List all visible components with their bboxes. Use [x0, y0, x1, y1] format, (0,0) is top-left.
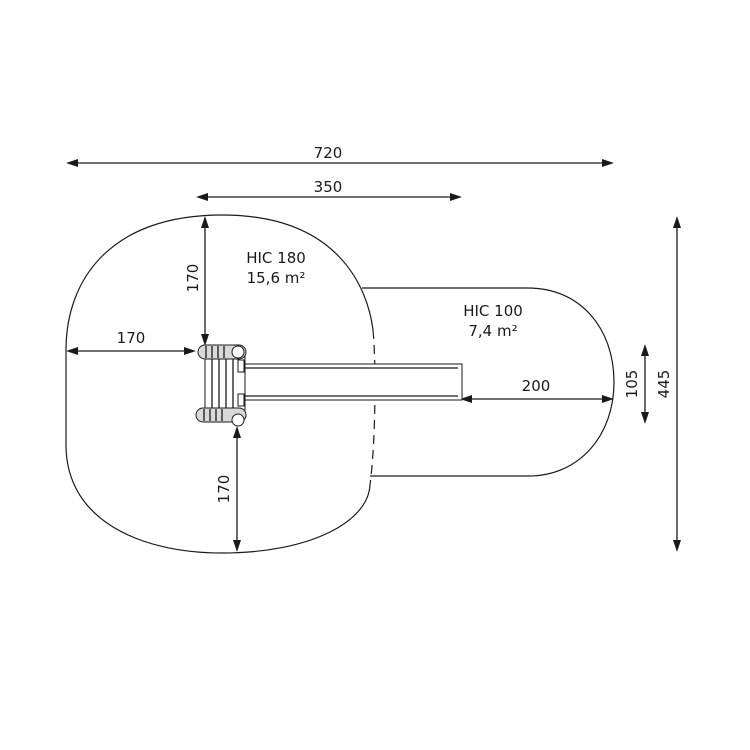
dimension-total-depth-label: 445	[655, 370, 673, 399]
dimension-top-offset-label: 170	[184, 264, 202, 293]
dimension-top-offset	[201, 216, 209, 346]
safety-zone-boundary-dashed	[369, 329, 376, 486]
dimension-total-depth	[673, 216, 681, 552]
dimension-runout-label: 200	[522, 377, 551, 395]
dimension-runout-width	[641, 344, 649, 424]
slide-equipment	[195, 344, 463, 427]
zone-small-hic-label: HIC 100	[463, 302, 523, 320]
safety-zone-large-outline	[65, 214, 374, 554]
dimension-total-width	[66, 159, 614, 167]
zone-large-area-label: 15,6 m²	[247, 269, 306, 287]
zone-large-hic-label: HIC 180	[246, 249, 306, 267]
dimension-slide-span-label: 350	[314, 178, 343, 196]
dimension-bottom-offset	[233, 426, 241, 552]
slide-chute	[239, 363, 463, 401]
dimension-runout	[460, 395, 614, 403]
dimension-slide-span	[196, 193, 462, 201]
dimension-left-offset-label: 170	[117, 329, 146, 347]
dimension-bottom-offset-label: 170	[215, 475, 233, 504]
dimension-left-offset	[66, 347, 196, 355]
safety-zone-small-outline	[362, 287, 615, 477]
zone-small-area-label: 7,4 m²	[468, 322, 517, 340]
dimension-runout-width-label: 105	[623, 370, 641, 399]
dimension-total-width-label: 720	[314, 144, 343, 162]
